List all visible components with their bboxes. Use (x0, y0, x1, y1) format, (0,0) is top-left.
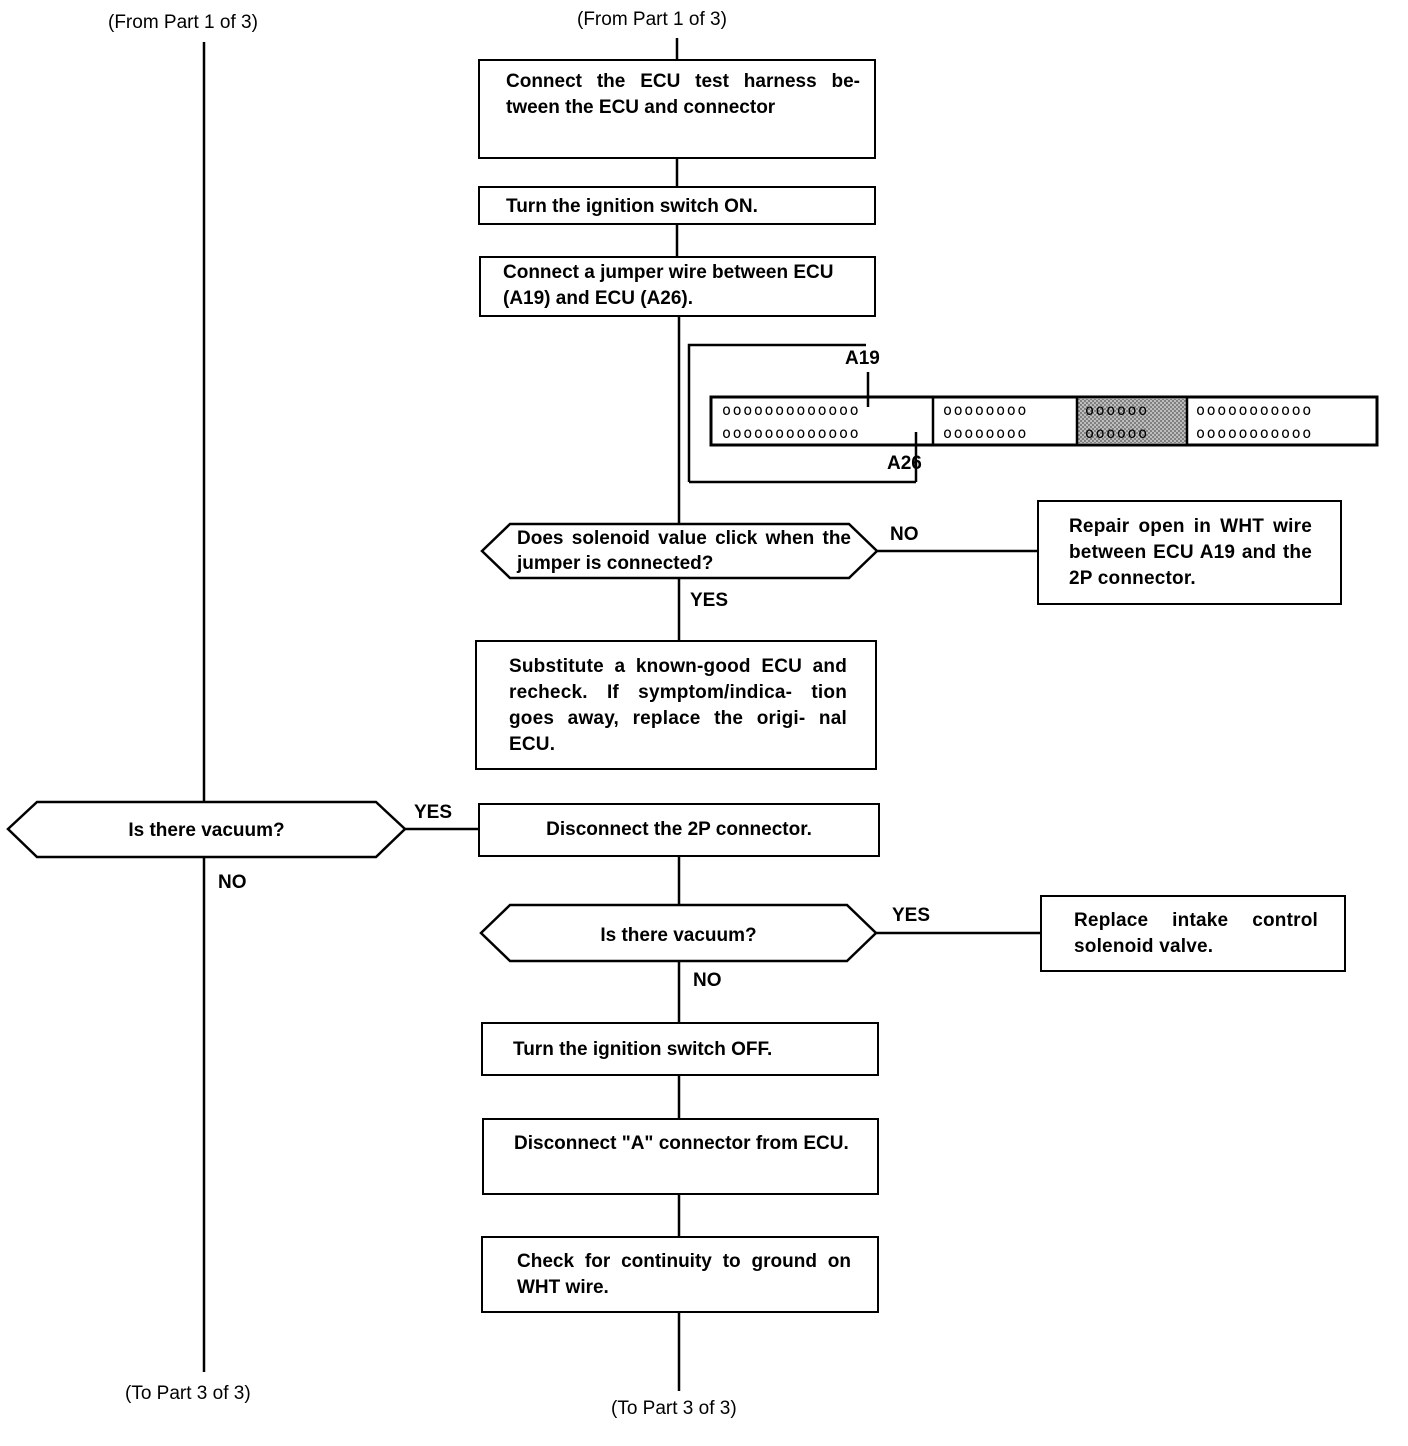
decision-vacuum-left: Is there vacuum? (128, 820, 285, 841)
result-repair-open: Repair open in WHT wire between ECU A19 … (1037, 500, 1342, 605)
branch-no-vacuum-left: NO (218, 872, 247, 893)
connector-section-3-bottom: oooooo (1085, 424, 1149, 442)
decision-solenoid-click: Does solenoid value click when the jumpe… (517, 528, 851, 574)
connector-section-2-bottom: oooooooo (943, 424, 1029, 442)
connector-section-1-bottom: ooooooooooooo (722, 424, 861, 442)
from-part-1-center: (From Part 1 of 3) (577, 9, 727, 30)
branch-no-solenoid: NO (890, 524, 919, 545)
step-ignition-off: Turn the ignition switch OFF. (481, 1022, 879, 1076)
step-check-continuity: Check for continuity to ground on WHT wi… (481, 1236, 879, 1313)
decision-shape-solenoid (480, 522, 879, 580)
step-disconnect-a: Disconnect "A" connector from ECU. (482, 1118, 879, 1195)
result-replace-solenoid: Replace intake control solenoid valve. (1040, 895, 1346, 972)
decision-shape-vacuum-left (6, 800, 407, 859)
connector-section-4-bottom: ooooooooooo (1196, 424, 1313, 442)
branch-no-vacuum-center: NO (693, 970, 722, 991)
to-part-3-center: (To Part 3 of 3) (611, 1398, 737, 1419)
to-part-3-left: (To Part 3 of 3) (125, 1383, 251, 1404)
step-jumper: Connect a jumper wire between ECU (A19) … (479, 256, 876, 317)
connector-section-3-top: oooooo (1085, 401, 1149, 419)
branch-yes-solenoid: YES (690, 590, 729, 611)
branch-yes-vacuum-center: YES (892, 905, 931, 926)
pin-label-a26: A26 (887, 453, 922, 474)
branch-yes-vacuum-left: YES (414, 802, 453, 823)
step-substitute-ecu: Substitute a known-good ECU and recheck.… (475, 640, 877, 770)
decision-vacuum-center: Is there vacuum? (600, 925, 757, 946)
pin-label-a19: A19 (845, 348, 880, 369)
connector-section-2-top: oooooooo (943, 401, 1029, 419)
step-ignition-on: Turn the ignition switch ON. (478, 186, 876, 225)
decision-shape-vacuum-center (479, 903, 878, 963)
connector-section-4-top: ooooooooooo (1196, 401, 1313, 419)
step-connect-harness: Connect the ECU test harness be- tween t… (478, 59, 876, 159)
step-disconnect-2p: Disconnect the 2P connector. (478, 803, 880, 857)
connector-section-1-top: ooooooooooooo (722, 401, 861, 419)
from-part-1-left: (From Part 1 of 3) (108, 12, 258, 33)
